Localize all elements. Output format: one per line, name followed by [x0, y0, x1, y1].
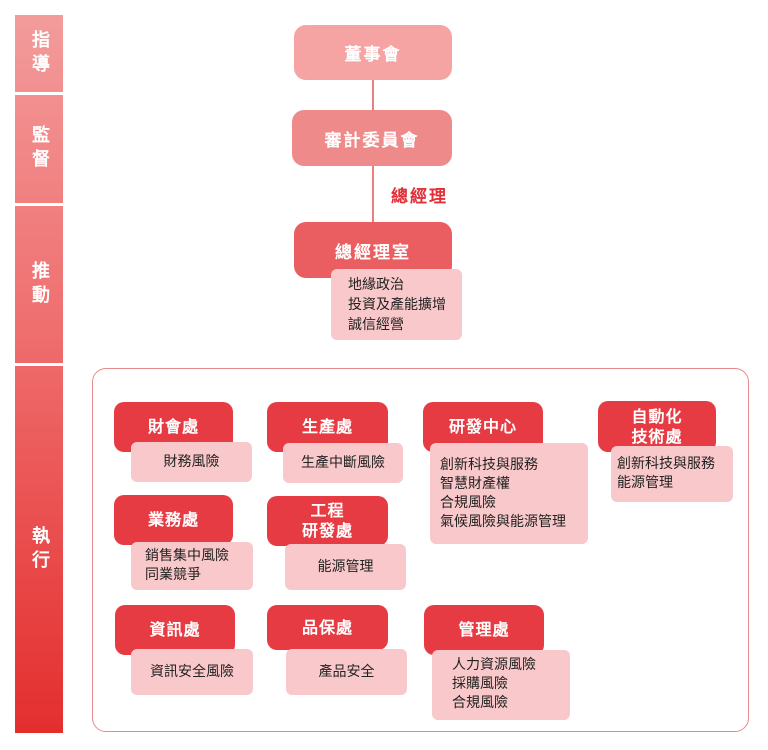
- ceo-label: 總經理: [391, 187, 448, 207]
- risk-item: 人力資源風險: [452, 657, 536, 673]
- risk-box-production: 生產中斷風險: [283, 443, 403, 483]
- dept-name: 業務處: [147, 510, 199, 529]
- risk-box-quality: 產品安全: [286, 649, 407, 695]
- tier-execution: 執行: [29, 525, 50, 574]
- risk-box-finance: 財務風險: [131, 442, 252, 482]
- risk-box-sales: 銷售集中風險 同業競爭: [131, 542, 253, 590]
- risk-item: 產品安全: [318, 663, 375, 680]
- risk-item: 資訊安全風險: [150, 663, 234, 680]
- ceo-office-item: 地緣政治: [348, 277, 404, 293]
- dept-engineering-rd: 工程 研發處: [267, 496, 388, 546]
- risk-item: 能源管理: [617, 475, 673, 491]
- dept-automation-tech: 自動化 技術處: [598, 401, 716, 452]
- risk-item: 氣候風險與能源管理: [440, 514, 566, 530]
- tier-divider: [15, 92, 63, 95]
- dept-name: 技術處: [631, 426, 683, 446]
- risk-item: 採購風險: [452, 676, 508, 692]
- dept-quality: 品保處: [267, 605, 388, 650]
- connector-line: [372, 166, 374, 222]
- dept-name: 自動化: [631, 406, 683, 426]
- dept-information: 資訊處: [115, 605, 235, 655]
- dept-name: 財會處: [147, 417, 199, 436]
- tier-promotion: 推動: [29, 260, 50, 309]
- execution-frame: [92, 368, 749, 732]
- risk-item: 生產中斷風險: [301, 454, 385, 471]
- risk-box-engineering-rd: 能源管理: [285, 544, 406, 590]
- ceo-office-item: 投資及產能擴增: [348, 297, 446, 313]
- risk-item: 銷售集中風險: [145, 548, 229, 564]
- connector-line: [372, 80, 374, 110]
- tier-supervision: 監督: [29, 125, 50, 173]
- ceo-office-item: 誠信經營: [348, 317, 404, 333]
- risk-box-automation-tech: 創新科技與服務 能源管理: [611, 446, 733, 502]
- risk-box-rd-center: 創新科技與服務 智慧財產權 合規風險 氣候風險與能源管理: [430, 443, 588, 544]
- tier-guidance: 指導: [29, 29, 50, 78]
- risk-box-information: 資訊安全風險: [131, 649, 253, 695]
- dept-name: 資訊處: [149, 620, 201, 639]
- audit-committee-node: 審計委員會: [292, 110, 452, 166]
- risk-item: 合規風險: [440, 495, 496, 511]
- risk-box-management: 人力資源風險 採購風險 合規風險: [432, 650, 570, 720]
- dept-name: 品保處: [301, 617, 353, 637]
- dept-name: 研發處: [301, 521, 353, 540]
- risk-item: 合規風險: [452, 695, 508, 711]
- risk-item: 創新科技與服務: [440, 457, 538, 473]
- dept-management: 管理處: [424, 605, 544, 655]
- dept-name: 研發中心: [448, 417, 517, 436]
- dept-name: 生產處: [301, 417, 353, 436]
- risk-item: 創新科技與服務: [617, 456, 715, 472]
- risk-item: 能源管理: [317, 558, 374, 575]
- dept-sales: 業務處: [114, 495, 233, 545]
- dept-name: 工程: [310, 501, 345, 520]
- ceo-office-node: 總經理室: [294, 222, 452, 278]
- tier-divider: [15, 363, 63, 366]
- dept-name: 管理處: [458, 620, 510, 639]
- risk-item: 財務風險: [163, 453, 220, 470]
- ceo-office-items: 地緣政治 投資及產能擴增 誠信經營: [331, 269, 462, 340]
- risk-item: 智慧財產權: [440, 476, 510, 492]
- tier-band: [15, 15, 63, 733]
- board-node: 董事會: [294, 25, 452, 80]
- tier-divider: [15, 203, 63, 206]
- risk-item: 同業競爭: [145, 567, 201, 583]
